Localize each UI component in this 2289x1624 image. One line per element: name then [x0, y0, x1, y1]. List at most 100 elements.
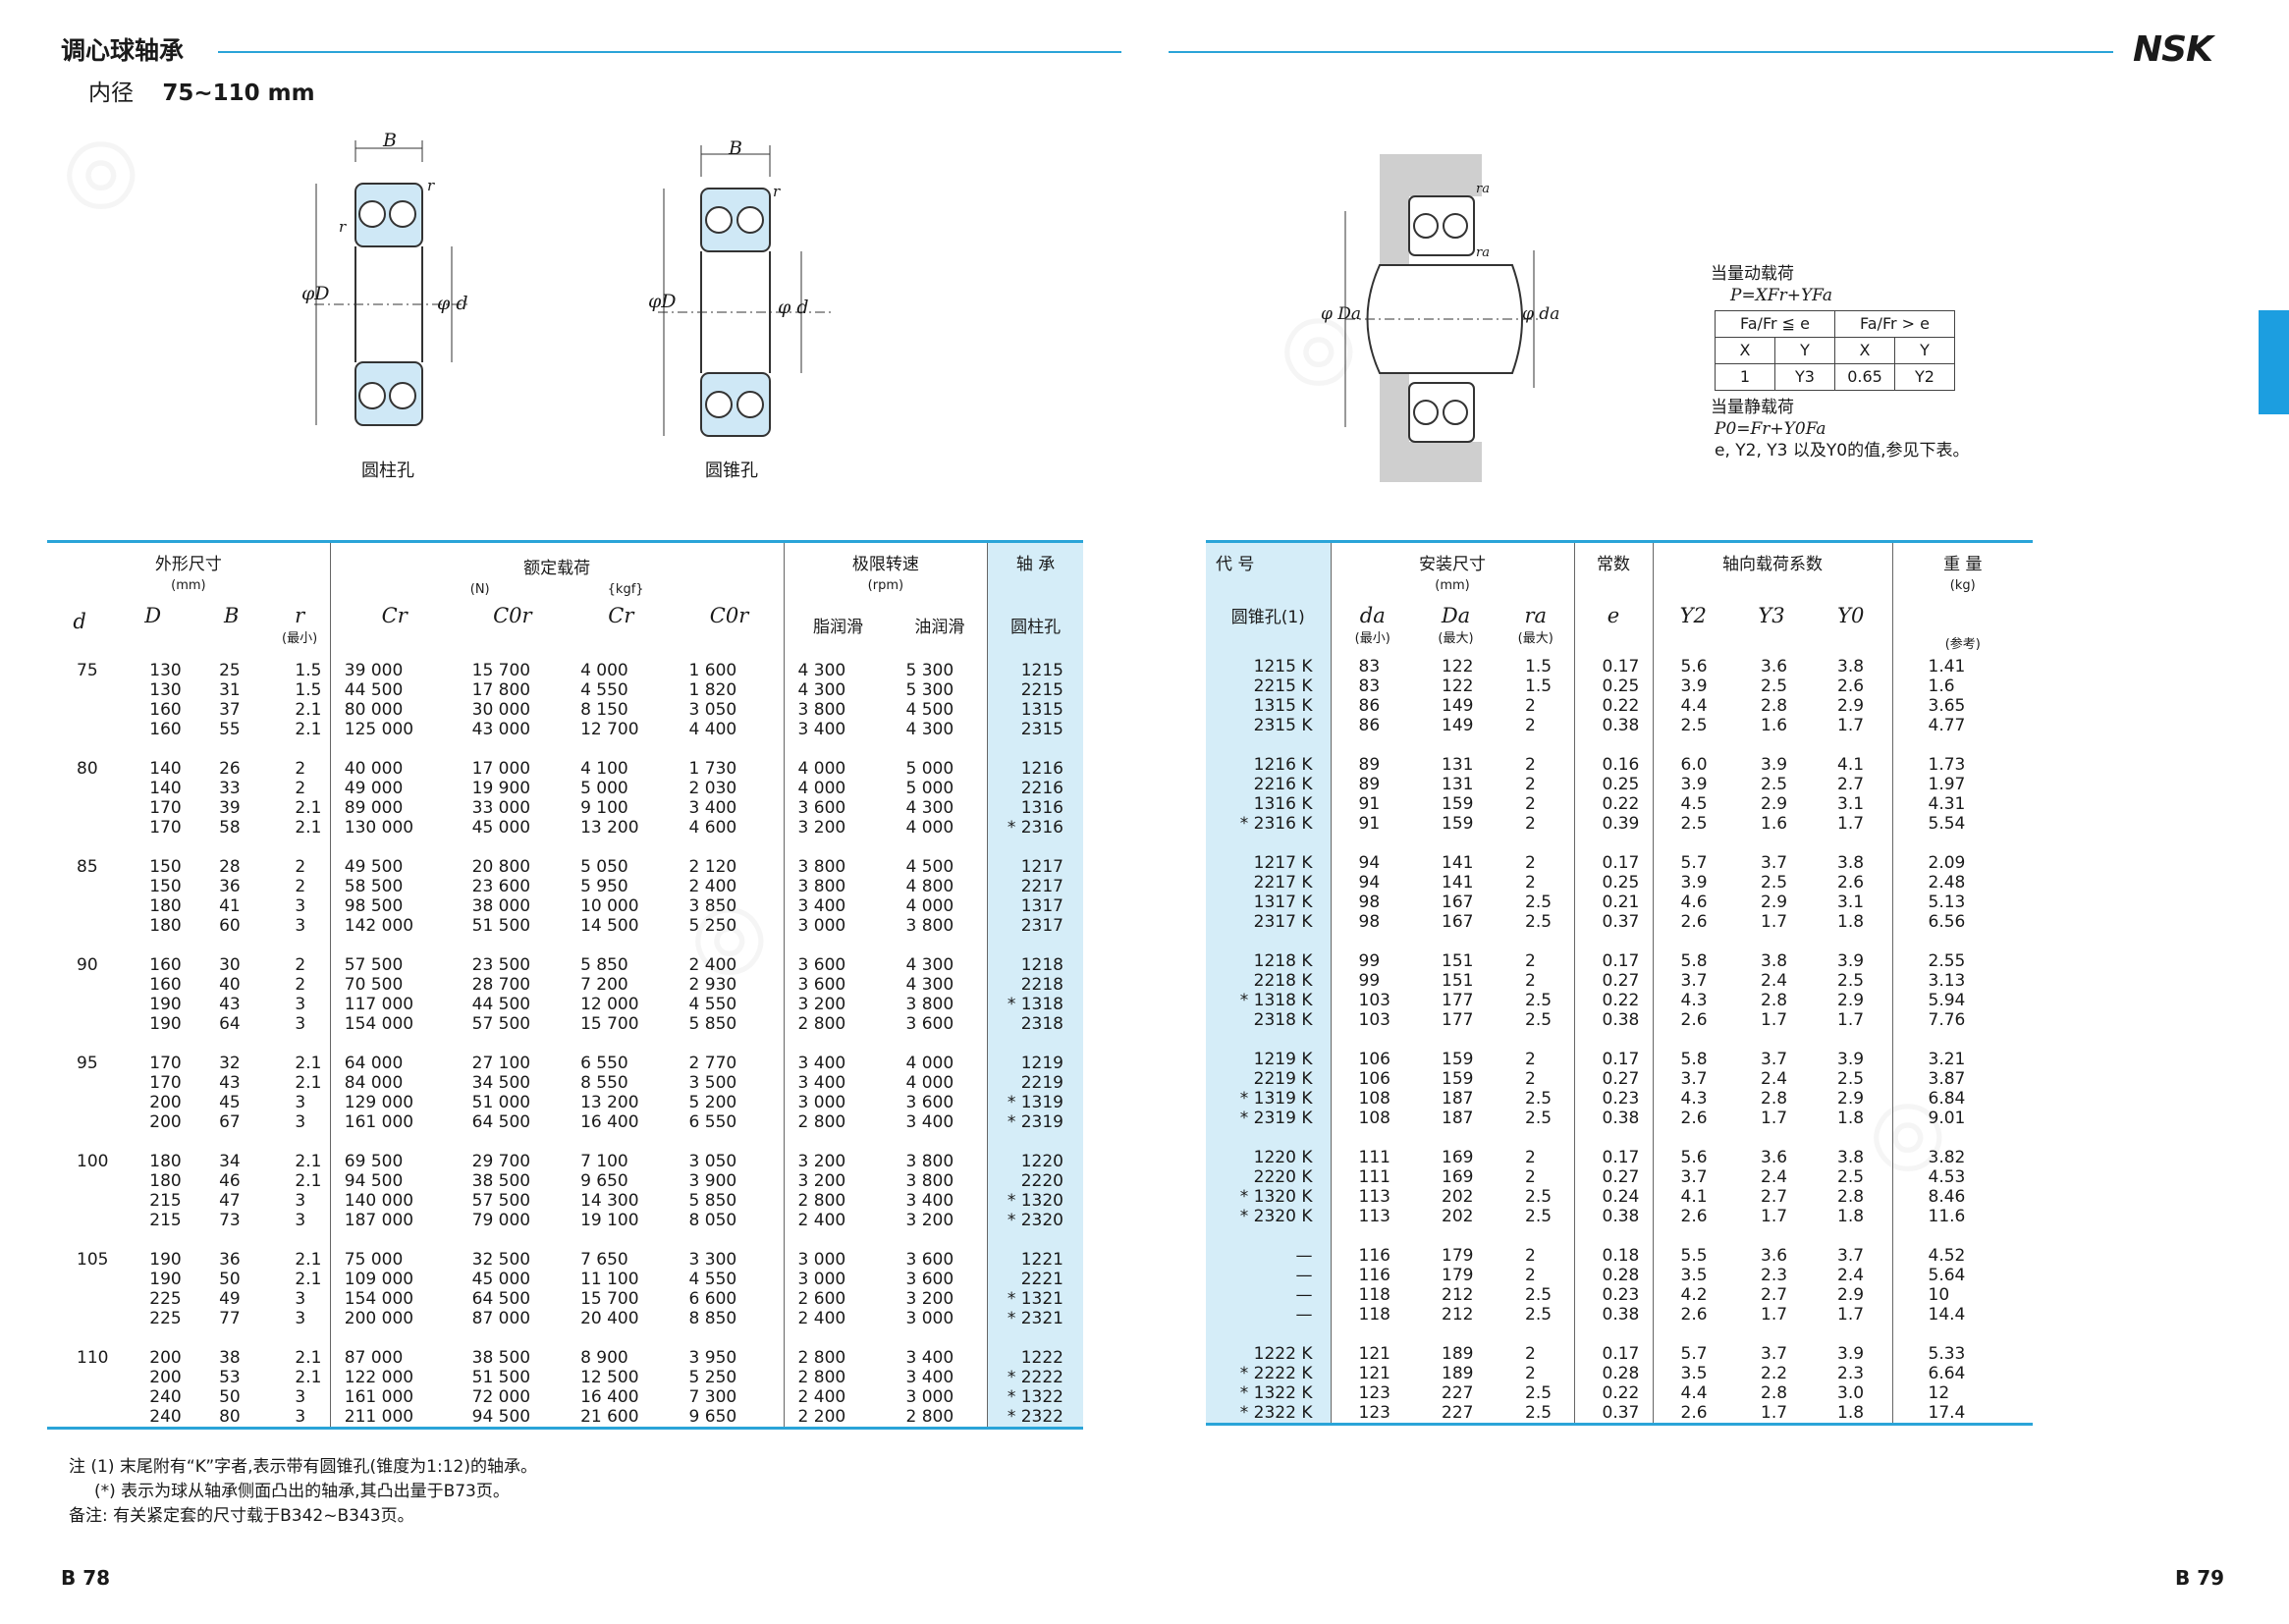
cell-ra: 2 — [1525, 1266, 1536, 1285]
cell-Da: 189 — [1442, 1344, 1474, 1364]
cell-taper-code: 2315 K — [1206, 716, 1331, 735]
cell-e: 0.25 — [1573, 873, 1653, 893]
cell-cr-n: 117 000 — [329, 995, 459, 1014]
spacer-cell — [112, 1230, 193, 1250]
cell-r: 3 — [295, 896, 306, 916]
cell-da: 121 — [1330, 1344, 1414, 1364]
spacer-cell — [1652, 932, 1733, 951]
cell-r: 2 — [295, 857, 306, 877]
cell-taper-code: — — [1206, 1266, 1331, 1285]
cell-cor-n: 38 000 — [471, 896, 531, 916]
cell-y0: 1.8 — [1837, 912, 1865, 932]
page-title: 调心球轴承 — [61, 36, 185, 65]
cell-B: 33 — [219, 779, 241, 798]
h-weight: 重 量 — [1943, 555, 1983, 574]
cell-D: 170 — [149, 818, 182, 838]
cell-cr-n: 64 000 — [329, 1054, 459, 1073]
factor-x: X — [1715, 337, 1775, 364]
cell-y2: 4.1 — [1652, 1187, 1733, 1207]
cell-bearing-no: 2315 — [987, 720, 1083, 739]
cell-ra: 1.5 — [1525, 657, 1553, 677]
page-number-left: B 78 — [61, 1566, 111, 1590]
cell-ra: 2 — [1525, 755, 1536, 775]
cell-y2: 4.2 — [1652, 1285, 1733, 1305]
spacer-cell — [1414, 834, 1498, 853]
spacer-cell — [112, 739, 193, 759]
cell-da: 86 — [1330, 716, 1414, 735]
cell-speed-oil: 3 600 — [905, 1014, 954, 1034]
cell-e: 0.17 — [1573, 1148, 1653, 1167]
cell-Da: 169 — [1442, 1167, 1474, 1187]
cell-y3: 1.7 — [1761, 1305, 1788, 1325]
cell-Da: 159 — [1442, 794, 1474, 814]
cell-y0: 3.0 — [1837, 1383, 1865, 1403]
footnotes: 注 (1) 末尾附有“K”字者,表示带有圆锥孔(锥度为1:12)的轴承。 (*)… — [69, 1455, 537, 1529]
cell-D: 200 — [149, 1112, 182, 1132]
col-weight-sub: (参考) — [1944, 637, 1981, 652]
watermark: ◎ — [38, 105, 157, 234]
cell-da: 98 — [1330, 893, 1414, 912]
cell-D: 240 — [149, 1387, 182, 1407]
cell-Da: 141 — [1442, 873, 1474, 893]
cell-y0: 2.8 — [1837, 1187, 1865, 1207]
cell-cor-kgf: 3 900 — [688, 1171, 737, 1191]
cell-cr-kgf: 14 300 — [580, 1191, 639, 1211]
spacer-cell — [1414, 1030, 1498, 1050]
cell-B: 31 — [219, 680, 241, 700]
cell-D: 130 — [149, 661, 182, 680]
cell-weight: 2.55 — [1891, 951, 2034, 971]
cell-taper-code: * 1319 K — [1206, 1089, 1331, 1109]
spacer-cell — [1733, 1030, 1810, 1050]
cell-y3: 3.9 — [1761, 755, 1788, 775]
cell-d — [47, 916, 112, 936]
cell-ra: 2 — [1525, 1167, 1536, 1187]
cell-r: 2.1 — [295, 818, 322, 838]
dim-label-ra: ra — [1476, 182, 1490, 196]
cell-weight: 10 — [1891, 1285, 2034, 1305]
cell-y0: 2.9 — [1837, 1089, 1865, 1109]
col-r-sub: (最小) — [282, 631, 318, 646]
cell-y3: 2.8 — [1761, 991, 1788, 1010]
spacer-cell — [329, 1328, 459, 1348]
cell-speed-grease: 2 800 — [783, 1112, 893, 1132]
cell-bearing-no: 1316 — [987, 798, 1083, 818]
cell-cr-kgf: 8 550 — [580, 1073, 628, 1093]
cell-bearing-no: 1219 — [987, 1054, 1083, 1073]
cell-cr-kgf: 5 850 — [580, 955, 628, 975]
cell-da: 116 — [1330, 1246, 1414, 1266]
factor-x: X — [1834, 337, 1895, 364]
cell-d — [47, 1112, 112, 1132]
group-spacer — [47, 936, 1083, 955]
cell-taper-code: 1215 K — [1206, 657, 1331, 677]
cell-y2: 3.7 — [1652, 971, 1733, 991]
cell-weight: 6.56 — [1891, 912, 2034, 932]
load-factor-table: Fa/Fr ≦ e Fa/Fr > e X Y X Y 1 Y3 0.65 Y2 — [1715, 310, 1955, 391]
cell-taper-code: 2217 K — [1206, 873, 1331, 893]
cell-B: 28 — [219, 857, 241, 877]
cell-ra: 2.5 — [1525, 1305, 1553, 1325]
cell-y0: 1.7 — [1837, 1305, 1865, 1325]
spacer-cell — [1573, 1226, 1653, 1246]
cell-e: 0.25 — [1573, 677, 1653, 696]
cell-y0: 1.7 — [1837, 716, 1865, 735]
cell-cr-n: 58 500 — [329, 877, 459, 896]
cell-B: 47 — [219, 1191, 241, 1211]
cell-y3: 2.8 — [1761, 1383, 1788, 1403]
cell-d — [47, 896, 112, 916]
cell-cr-n: 130 000 — [329, 818, 459, 838]
spacer-cell — [269, 739, 330, 759]
spacer-cell — [1810, 1128, 1892, 1148]
cell-cor-kgf: 3 050 — [688, 700, 737, 720]
cell-d — [47, 1171, 112, 1191]
